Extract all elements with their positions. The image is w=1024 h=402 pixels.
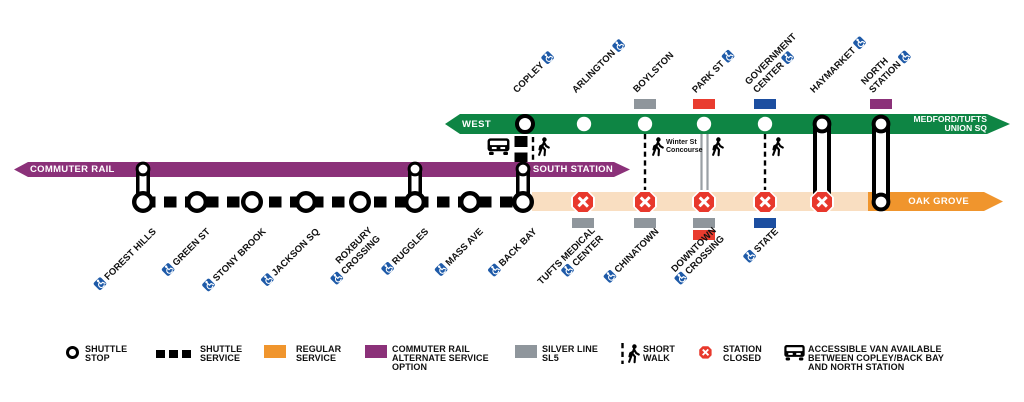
station-label-state: STATE xyxy=(742,226,781,264)
oak-grove-label: OAK GROVE xyxy=(908,196,969,207)
copley-stop xyxy=(515,114,535,134)
legend-shuttle-stop-label: SHUTTLE STOP xyxy=(85,344,128,364)
accessible-icon xyxy=(380,261,395,276)
back-bay-stop xyxy=(512,190,535,213)
green-east-label: MEDFORD/TUFTS UNION SQ xyxy=(913,114,987,133)
legend-van-icon xyxy=(784,344,805,361)
station-label-government-center: GOVERNMENT CENTER xyxy=(743,30,800,95)
park-st-stop xyxy=(696,116,712,132)
government-center-stop xyxy=(757,116,773,132)
accessible-icon xyxy=(720,48,736,63)
legend-regular-service-label: REGULAR SERVICE xyxy=(296,344,342,364)
station-label-back-bay: BACK BAY xyxy=(486,226,539,278)
jackson-sq-stop xyxy=(295,190,318,213)
boylston-stop xyxy=(637,116,653,132)
legend-walk-icon xyxy=(628,344,640,364)
downtown-red-badge xyxy=(693,230,715,240)
haymarket-capsule xyxy=(812,114,832,208)
station-label-ruggles: RUGGLES xyxy=(380,226,431,277)
chinatown-silver-badge xyxy=(634,218,656,228)
accessible-icon xyxy=(330,271,345,286)
boylston-silver-badge xyxy=(634,99,656,109)
north-station-purple-badge xyxy=(870,99,892,109)
accessible-icon xyxy=(674,271,689,286)
tufts-silver-badge xyxy=(572,218,594,228)
legend-shuttle-service-label: SHUTTLE SERVICE xyxy=(200,344,243,364)
legend-silver-line-label: SILVER LINE SL5 xyxy=(542,344,598,364)
state-closed-icon xyxy=(753,190,777,214)
legend-commuter-rail-label: COMMUTER RAIL ALTERNATE SERVICE OPTION xyxy=(392,344,489,373)
accessible-icon xyxy=(93,276,108,291)
accessible-icon xyxy=(742,249,757,264)
state-blue-badge xyxy=(754,218,776,228)
commuter-rail-label: COMMUTER RAIL xyxy=(30,164,115,175)
copley-walk-icon xyxy=(538,137,550,157)
station-label-haymarket: HAYMARKET xyxy=(808,35,868,95)
station-label-stony-brook: STONY BROOK xyxy=(201,226,268,293)
accessible-icon xyxy=(540,50,555,65)
accessible-icon xyxy=(897,49,912,64)
station-label-jackson-sq: JACKSON SQ xyxy=(260,226,322,288)
accessible-icon xyxy=(201,277,216,293)
accessible-icon xyxy=(852,35,867,50)
accessible-icon xyxy=(780,50,795,65)
govcenter-walk-icon xyxy=(772,137,784,157)
legend-shuttle-stop-icon xyxy=(66,346,79,359)
station-label-copley: COPLEY xyxy=(511,50,556,95)
station-label-mass-ave: MASS AVE xyxy=(434,226,486,278)
mass-ave-stop xyxy=(459,190,482,213)
haymarket-closed-icon xyxy=(810,190,834,214)
legend-silver-line-swatch xyxy=(515,345,537,358)
station-label-forest-hills: FOREST HILLS xyxy=(93,226,159,292)
orange-line-band: OAK GROVE xyxy=(868,192,1003,211)
station-label-arlington: ARLINGTON xyxy=(570,37,627,95)
govcenter-blue-badge xyxy=(754,99,776,109)
accessible-icon xyxy=(611,37,626,53)
stony-brook-stop xyxy=(240,190,263,213)
accessible-icon xyxy=(602,269,617,284)
roxbury-crossing-stop xyxy=(349,190,372,213)
tufts-closed-icon xyxy=(571,190,595,214)
ruggles-commuter-connector xyxy=(404,161,427,213)
downtown-silver-badge xyxy=(693,218,715,228)
north-station-orange-stop xyxy=(871,192,891,212)
green-west-label: WEST xyxy=(462,118,492,130)
accessible-icon xyxy=(561,262,576,277)
forest-hills-stop xyxy=(131,190,154,213)
station-label-green-st: GREEN ST xyxy=(161,226,213,278)
accessible-van-icon xyxy=(487,138,510,156)
arlington-stop xyxy=(576,116,592,132)
commuter-rail-band: COMMUTER RAIL SOUTH STATION xyxy=(14,162,630,177)
downtown-closed-icon xyxy=(692,190,716,214)
legend-accessible-van-label: ACCESSIBLE VAN AVAILABLE BETWEEN COPLEY/… xyxy=(808,344,944,373)
station-label-chinatown: CHINATOWN xyxy=(602,226,661,285)
forest-hills-commuter-connector xyxy=(131,161,154,213)
ruggles-stop xyxy=(404,190,427,213)
accessible-icon xyxy=(260,272,275,287)
legend-short-walk-label: SHORT WALK xyxy=(643,344,675,364)
park-st-walk-icon xyxy=(712,137,724,157)
accessible-icon xyxy=(161,262,176,277)
winter-st-concourse-note: Winter St Concourse xyxy=(666,139,703,154)
legend-station-closed-label: STATION CLOSED xyxy=(723,344,762,364)
boylston-walk-icon xyxy=(652,137,664,157)
chinatown-closed-icon xyxy=(633,190,657,214)
station-label-park-st: PARK ST xyxy=(690,48,736,95)
south-station-label: SOUTH STATION xyxy=(532,164,613,175)
legend-station-closed-icon xyxy=(698,345,713,360)
legend-regular-service-swatch xyxy=(264,345,286,358)
green-st-stop xyxy=(185,190,208,213)
accessible-icon xyxy=(434,262,449,277)
back-bay-commuter-connector xyxy=(512,161,535,213)
north-station-capsule xyxy=(871,114,891,212)
accessible-icon xyxy=(486,262,502,278)
legend-commuter-rail-swatch xyxy=(365,345,387,358)
station-label-north-station: NORTH STATION xyxy=(859,42,913,95)
park-st-red-badge xyxy=(693,99,715,109)
legend-shuttle-service-icon xyxy=(156,350,191,358)
